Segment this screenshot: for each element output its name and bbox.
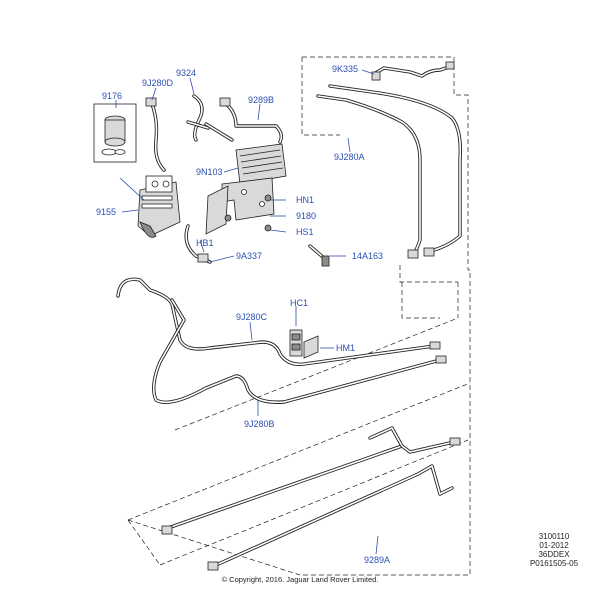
callout-9324[interactable]: 9324 bbox=[176, 68, 196, 78]
callout-9J280B[interactable]: 9J280B bbox=[244, 419, 275, 429]
clip-HM1[interactable] bbox=[303, 335, 319, 359]
callout-9289B[interactable]: 9289B bbox=[248, 95, 274, 105]
clip-HC1[interactable] bbox=[289, 329, 303, 357]
sensor-14A163[interactable] bbox=[308, 244, 330, 267]
hose-9J280D[interactable] bbox=[145, 97, 166, 172]
callout-HM1[interactable]: HM1 bbox=[336, 343, 355, 353]
callout-9A337[interactable]: 9A337 bbox=[236, 251, 262, 261]
callout-HC1[interactable]: HC1 bbox=[290, 298, 308, 308]
fuel-line-9J280C[interactable] bbox=[116, 277, 441, 366]
leader-lines bbox=[115, 69, 379, 555]
filter-element-9176[interactable] bbox=[93, 103, 137, 163]
callout-9180[interactable]: 9180 bbox=[296, 211, 316, 221]
callout-labels: 9176 9J280D 9324 9289B 9K335 9J280A 9N10… bbox=[96, 64, 390, 565]
fuel-line-9J280B[interactable] bbox=[152, 298, 447, 404]
callout-9J280D[interactable]: 9J280D bbox=[142, 78, 174, 88]
fasteners bbox=[224, 194, 272, 232]
hose-9324[interactable] bbox=[186, 94, 210, 142]
callout-9J280C[interactable]: 9J280C bbox=[236, 312, 268, 322]
copyright-notice: © Copyright, 2016. Jaguar Land Rover Lim… bbox=[221, 575, 379, 584]
reference-block: 3100110 01-2012 36DDEX P0161505-05 bbox=[514, 532, 594, 568]
fuel-cooler-9N103[interactable] bbox=[235, 143, 287, 185]
callout-HB1[interactable]: HB1 bbox=[196, 238, 214, 248]
hose-9289B[interactable] bbox=[204, 97, 284, 144]
callout-9N103[interactable]: 9N103 bbox=[196, 167, 223, 177]
bracket-9180[interactable] bbox=[205, 177, 275, 235]
reference-line-4: P0161505-05 bbox=[529, 559, 579, 568]
callout-HS1[interactable]: HS1 bbox=[296, 227, 314, 237]
reference-line-1: 3100110 bbox=[538, 532, 570, 541]
callout-9K335[interactable]: 9K335 bbox=[332, 64, 358, 74]
reference-line-2: 01-2012 bbox=[539, 541, 569, 550]
hose-9K335[interactable] bbox=[371, 61, 455, 81]
fuel-line-9289A[interactable] bbox=[161, 426, 461, 571]
hose-9A337[interactable] bbox=[184, 224, 212, 264]
fuel-line-9J280A[interactable] bbox=[316, 84, 463, 259]
callout-9155[interactable]: 9155 bbox=[96, 207, 116, 217]
fuel-filter-housing-9155[interactable] bbox=[137, 175, 181, 238]
reference-line-3: 36DDEX bbox=[538, 550, 570, 559]
callout-9289A[interactable]: 9289A bbox=[364, 555, 390, 565]
boundary-frames bbox=[127, 56, 471, 576]
callout-9J280A[interactable]: 9J280A bbox=[334, 152, 365, 162]
callout-HN1[interactable]: HN1 bbox=[296, 195, 314, 205]
callout-14A163[interactable]: 14A163 bbox=[352, 251, 383, 261]
callout-9176[interactable]: 9176 bbox=[102, 91, 122, 101]
